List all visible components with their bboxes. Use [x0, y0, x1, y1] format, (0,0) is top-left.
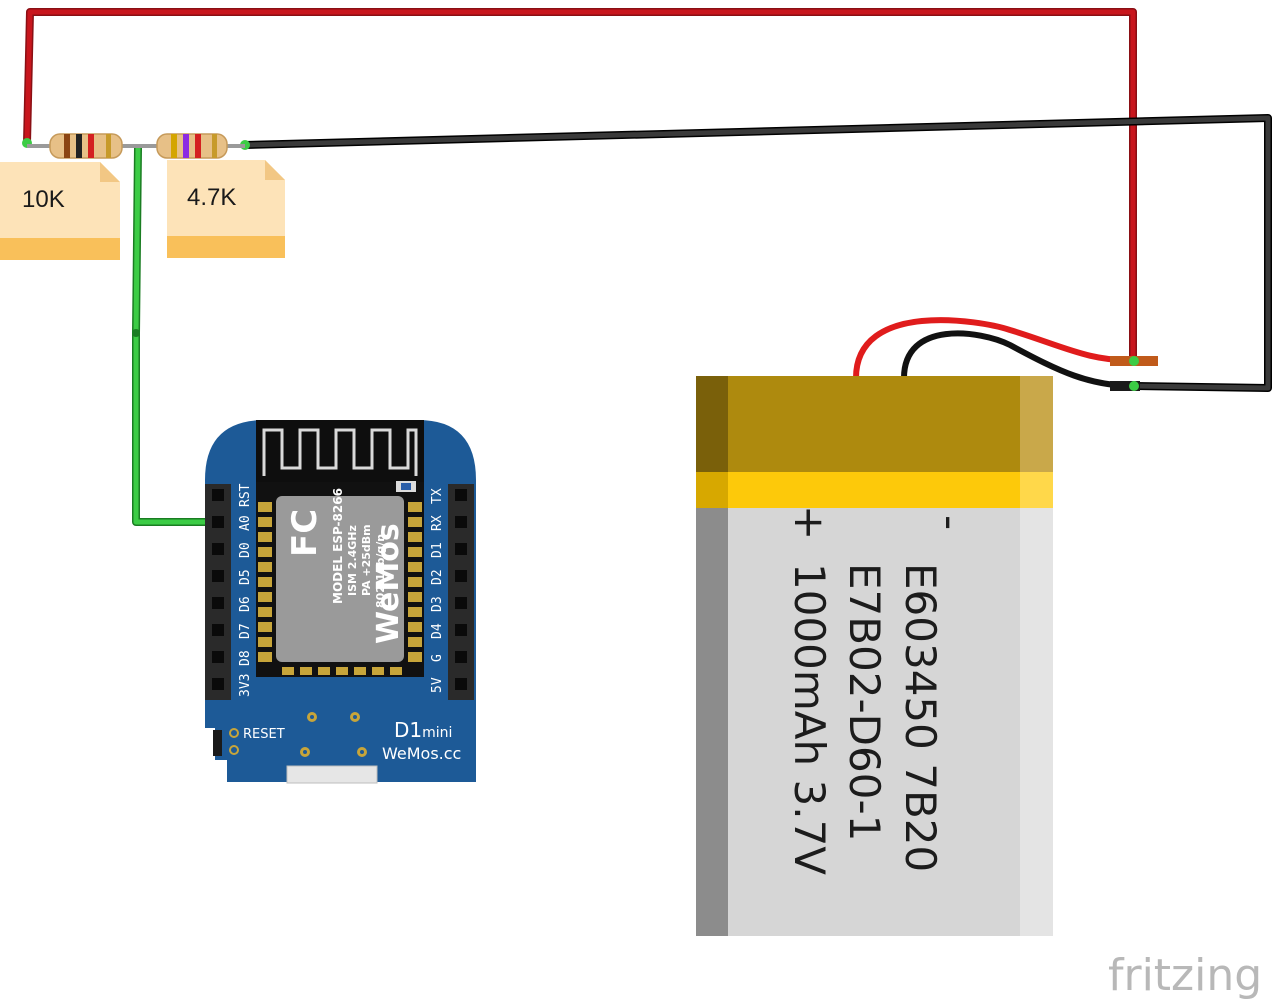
- battery-minus: -: [926, 515, 975, 530]
- pin-label-d0: D0: [238, 542, 253, 558]
- board-name: D1mini: [394, 718, 452, 742]
- pin-label-rst: RST: [238, 483, 253, 507]
- pin-label-tx: TX: [430, 488, 445, 504]
- note-4k7-label: 4.7K: [187, 184, 236, 211]
- pin-label-g: G: [430, 654, 445, 662]
- battery-tape: [696, 376, 1053, 472]
- battery-leads: [853, 317, 1158, 391]
- antenna-trace: [262, 428, 418, 476]
- pin-label-d2: D2: [430, 569, 445, 585]
- esp8266-shield: [276, 496, 404, 662]
- wires: [22, 8, 1272, 527]
- left-header-pins: [212, 489, 224, 690]
- module-spec-pa: PA +25dBm: [360, 524, 373, 596]
- reset-button[interactable]: [213, 730, 222, 756]
- pin-label-rx: RX: [430, 515, 445, 531]
- reset-label: RESET: [243, 727, 285, 742]
- battery-line1: E603450 7B20: [896, 563, 945, 872]
- left-pin-labels: RST A0 D0 D5 D6 D7 D8 3V3: [238, 483, 253, 697]
- pin-label-a0: A0: [238, 515, 253, 531]
- pin-label-d5: D5: [238, 569, 253, 585]
- pin-label-d6: D6: [238, 596, 253, 612]
- module-spec-80211: 802.11b/g/n: [374, 534, 387, 608]
- fritzing-watermark: fritzing: [1108, 950, 1262, 1001]
- pin-label-3v3: 3V3: [238, 674, 253, 697]
- battery-plus: +: [785, 505, 834, 540]
- fcc-mark: FC: [285, 509, 325, 557]
- black-wire: [244, 114, 1272, 392]
- pin-label-d8: D8: [238, 650, 253, 666]
- battery-line2: E7B02-D60-1: [840, 563, 889, 841]
- pin-label-d4: D4: [430, 623, 445, 639]
- resistor-4k7[interactable]: [156, 133, 245, 159]
- module-spec-ism: ISM 2.4GHz: [346, 525, 359, 596]
- pin-label-5v: 5V: [430, 677, 445, 693]
- right-pin-labels: TX RX D1 D2 D3 D4 G 5V: [430, 488, 445, 693]
- module-brand: WeMos: [371, 523, 406, 644]
- module-pads: [258, 502, 422, 675]
- module-model: MODEL ESP-8266: [331, 488, 345, 604]
- resistor-10k[interactable]: [27, 133, 160, 159]
- board-site: WeMos.cc: [382, 744, 461, 763]
- usb-connector: [286, 765, 378, 784]
- lipo-battery[interactable]: - + E603450 7B20 E7B02-D60-1 1000mAh 3.7…: [696, 376, 1053, 936]
- pin-label-d7: D7: [238, 623, 253, 639]
- pin-label-d3: D3: [430, 596, 445, 612]
- pin-label-d1: D1: [430, 542, 445, 558]
- note-10k-label: 10K: [22, 186, 65, 213]
- note-4k7: 4.7K: [167, 160, 285, 258]
- wemos-d1-mini-board[interactable]: FC MODEL ESP-8266 ISM 2.4GHz PA +25dBm 8…: [205, 420, 476, 784]
- right-header-pins: [455, 489, 467, 690]
- battery-line3: 1000mAh 3.7V: [785, 563, 834, 875]
- note-10k: 10K: [0, 162, 120, 260]
